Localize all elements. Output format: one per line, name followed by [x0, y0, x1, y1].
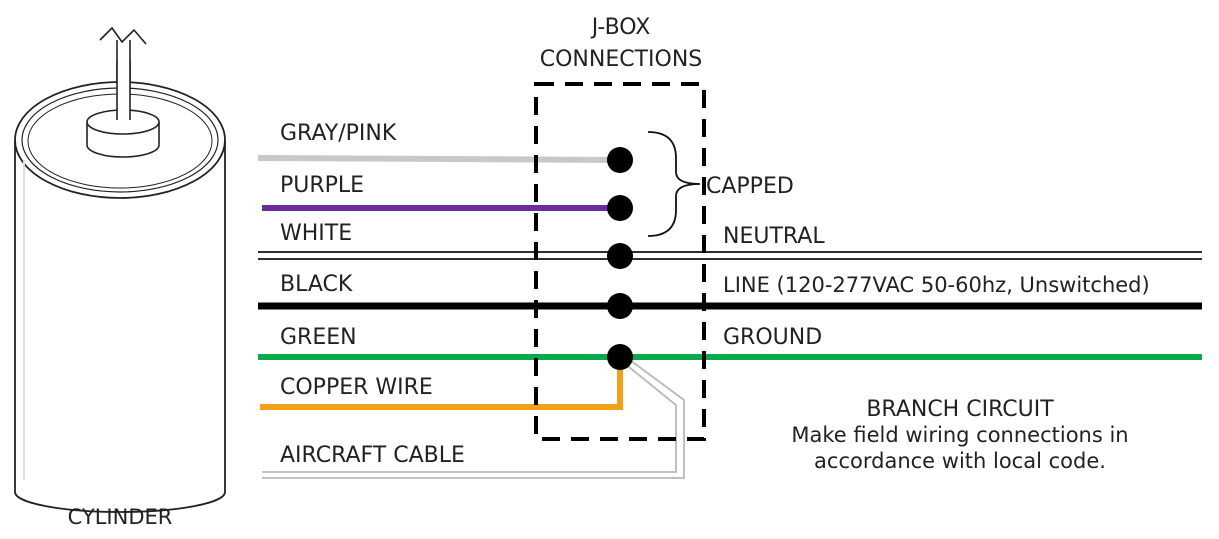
note-heading: BRANCH CIRCUIT	[866, 397, 1054, 422]
jbox-title-line2: CONNECTIONS	[540, 47, 703, 72]
connector-gray-pink	[607, 147, 633, 173]
label-line: LINE (120-277VAC 50-60hz, Unswitched)	[723, 273, 1150, 297]
connector-purple	[607, 195, 633, 221]
copper-wire	[260, 366, 623, 410]
white-wire	[258, 251, 1202, 260]
cylinder-label: CYLINDER	[68, 505, 173, 529]
break-mark-icon	[99, 26, 147, 45]
cylinder-fixture	[14, 26, 226, 513]
connector-ground	[607, 344, 633, 370]
connector-line	[607, 293, 633, 319]
label-white: WHITE	[280, 221, 352, 246]
gray-pink-wire	[257, 155, 621, 163]
label-neutral: NEUTRAL	[723, 224, 825, 249]
jbox-title-line1: J-BOX	[590, 15, 651, 40]
label-copper: COPPER WIRE	[280, 375, 433, 400]
label-aircraft: AIRCRAFT CABLE	[280, 443, 465, 468]
note-line1: Make field wiring connections in	[791, 423, 1128, 447]
note-line2: accordance with local code.	[814, 449, 1106, 473]
label-gray-pink: GRAY/PINK	[280, 121, 397, 146]
label-ground: GROUND	[723, 325, 822, 350]
connector-neutral	[607, 243, 633, 269]
label-green: GREEN	[280, 325, 357, 350]
label-black: BLACK	[280, 272, 353, 297]
label-purple: PURPLE	[280, 173, 364, 198]
label-capped: CAPPED	[706, 174, 794, 199]
capped-brace-icon	[647, 131, 701, 237]
